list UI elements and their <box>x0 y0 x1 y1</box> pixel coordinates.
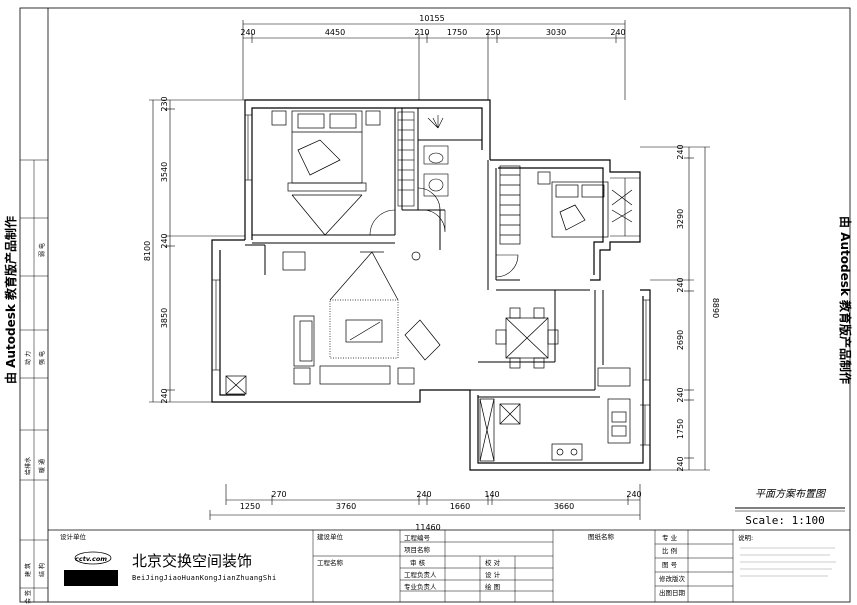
strip-label: 暖 通 <box>38 459 46 473</box>
right-dimension: 240 <box>676 387 685 402</box>
left-watermark: 由 Autodesk 教育版产品制作 <box>3 216 18 384</box>
exterior-walls <box>211 99 651 471</box>
right-dimension: 240 <box>676 277 685 292</box>
top-dimension: 210 <box>414 28 429 37</box>
left-dimension: 3540 <box>160 162 169 182</box>
left-signature-strip <box>20 159 48 602</box>
project-name-short-label: 项目名称 <box>404 545 431 554</box>
project-no-label: 工程编号 <box>404 533 431 542</box>
master-bed <box>271 110 381 236</box>
company-pinyin: BeiJingJiaoHuanKongJianZhuangShi <box>132 574 276 582</box>
discipline-lead-label: 专业负责人 <box>404 582 437 591</box>
strip-label: 建 筑 <box>24 563 32 577</box>
bottom-total-dimension: 11460 <box>415 523 440 532</box>
dining-set <box>495 307 559 369</box>
bottom-dimension: 1250 <box>240 502 260 511</box>
sheet-frame <box>19 7 851 603</box>
top-dimension: 250 <box>485 28 500 37</box>
strip-label: 动 力 <box>24 351 32 365</box>
logo-text: cctv.com <box>75 555 107 563</box>
top-dimensions <box>242 20 626 100</box>
bottom-dimension: 3760 <box>336 502 356 511</box>
bottom-dimension: 240 <box>416 490 431 499</box>
right-label: 出图日期 <box>659 588 686 597</box>
left-dimension: 240 <box>160 388 169 403</box>
right-label: 比 例 <box>662 546 677 555</box>
strip-label: 给排水 <box>24 457 32 475</box>
design-label: 设 计 <box>485 570 501 579</box>
living-room-furniture <box>225 251 441 395</box>
right-watermark: 由 Autodesk 教育版产品制作 <box>838 216 853 384</box>
bottom-dimensions <box>209 484 641 520</box>
interior-walls <box>245 108 604 398</box>
left-dimension: 230 <box>160 96 169 111</box>
notes-text-lines <box>740 547 836 577</box>
top-dimension: 1750 <box>447 28 467 37</box>
kitchen-fixtures <box>479 367 631 462</box>
right-label: 图 号 <box>662 561 678 569</box>
review-label: 审 核 <box>410 558 426 567</box>
left-dimension: 240 <box>160 233 169 248</box>
left-dimension: 3850 <box>160 308 169 328</box>
design-unit-label: 设计单位 <box>60 532 87 541</box>
top-dimension: 3030 <box>546 28 566 37</box>
notes-label: 说明: <box>738 533 753 542</box>
title-block-grid <box>312 530 734 602</box>
project-name-label: 工程名称 <box>317 558 344 567</box>
bathroom-fixtures <box>397 111 449 207</box>
right-total-dimension: 8890 <box>711 298 720 318</box>
bottom-dimension: 270 <box>271 490 286 499</box>
right-dimensions <box>640 146 710 471</box>
bottom-dimension: 1660 <box>450 502 470 511</box>
draw-label: 绘 图 <box>485 582 500 591</box>
bottom-dimension: 3660 <box>554 502 574 511</box>
strip-label: 结 构 <box>38 563 46 577</box>
company-name: 北京交换空间装饰 <box>132 552 252 570</box>
right-dimension: 2690 <box>676 330 685 350</box>
left-total-dimension: 8100 <box>143 241 152 261</box>
strip-label: 会 签 <box>24 590 32 604</box>
top-dimension: 240 <box>610 28 625 37</box>
drawing-scale: Scale: 1:100 <box>745 514 824 527</box>
top-dimension: 240 <box>240 28 255 37</box>
right-dimension: 240 <box>676 456 685 471</box>
right-label: 专 业 <box>662 533 678 542</box>
bottom-dimension: 240 <box>626 490 641 499</box>
drawing-name-label: 图纸名称 <box>588 532 615 541</box>
right-dimension: 1750 <box>676 419 685 439</box>
top-total-dimension: 10155 <box>419 14 444 23</box>
bottom-dimension: 140 <box>484 490 499 499</box>
second-bedroom-furniture <box>499 165 633 245</box>
strip-label: 强 电 <box>38 351 46 365</box>
right-label: 修改版次 <box>659 574 686 583</box>
build-unit-label: 建设单位 <box>317 532 344 541</box>
strip-label: 弱 电 <box>38 243 46 257</box>
left-dimensions <box>149 99 245 403</box>
company-logo <box>64 551 118 586</box>
check-label: 校 对 <box>485 558 501 567</box>
project-lead-label: 工程负责人 <box>404 570 437 579</box>
plan-title: 平面方案布置图 <box>755 488 827 500</box>
top-dimension: 4450 <box>325 28 345 37</box>
windows <box>212 114 650 446</box>
right-dimension: 3290 <box>676 209 685 229</box>
right-dimension: 240 <box>676 144 685 159</box>
